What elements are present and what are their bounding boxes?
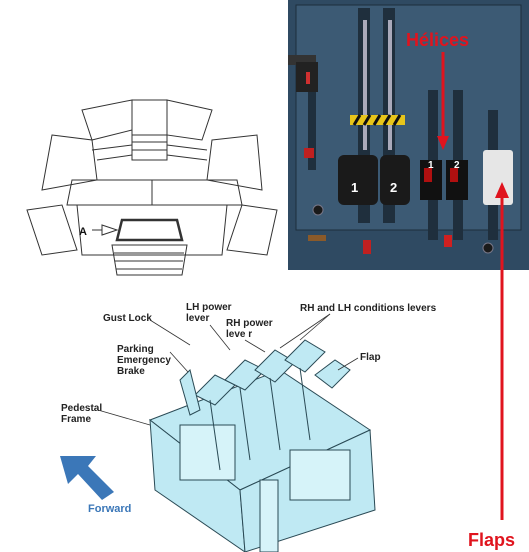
forward-label: Forward (88, 503, 131, 515)
forward-arrow-icon (58, 452, 118, 502)
